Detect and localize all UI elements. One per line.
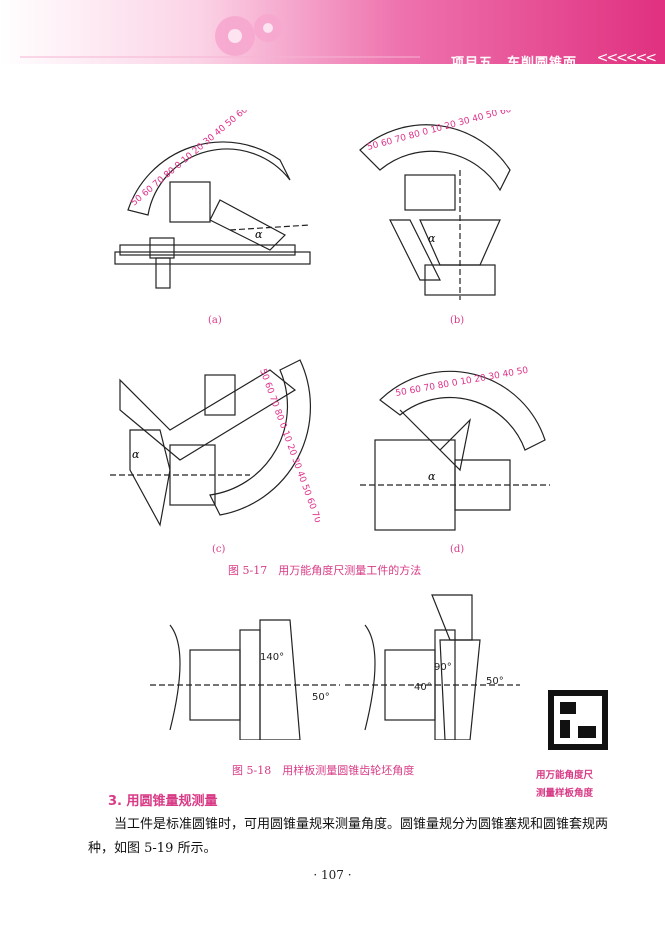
angle-scale: 50 60 70 80 0 10 20 30 40 50 60 [130, 110, 251, 208]
angle-scale: 50 60 70 80 0 10 20 30 40 50 60 70 [257, 368, 320, 525]
alpha-symbol: α [428, 232, 436, 245]
label-a: (a) [208, 315, 222, 326]
qr-label-2: 测量样板角度 [536, 788, 594, 799]
angle-label: 140° [260, 652, 284, 663]
figure-5-18: 140° 50° 90° 40° 50° [150, 594, 520, 740]
page-number: · 107 · [313, 868, 352, 882]
qr-label-1: 用万能角度尺 [536, 770, 594, 781]
chevron-decoration: <<<<<< [596, 50, 657, 64]
figure-5-17-a: 50 60 70 80 0 10 20 30 40 50 60 α [114, 110, 311, 289]
label-c: (c) [212, 544, 226, 555]
angle-label: 90° [434, 662, 452, 673]
angle-scale: 50 60 70 80 0 10 20 30 40 50 [395, 366, 530, 399]
figure-5-17-caption: 图 5-17 用万能角度尺测量工件的方法 [228, 564, 422, 577]
angle-scale: 50 60 70 80 0 10 20 30 40 50 60 [366, 110, 513, 153]
angle-label: 40° [414, 682, 432, 693]
label-d: (d) [450, 544, 465, 555]
page-header: 项目五 车削圆锥面 <<<<<< [0, 0, 665, 64]
figure-5-17-d: 50 60 70 80 0 10 20 30 40 50 α [360, 366, 550, 531]
label-b: (b) [450, 315, 465, 326]
alpha-symbol: α [428, 470, 436, 483]
chapter-title: 项目五 车削圆锥面 [450, 56, 577, 64]
figure-5-17-c: 50 60 70 80 0 10 20 30 40 50 60 70 α [110, 359, 320, 527]
alpha-symbol: α [255, 228, 263, 241]
angle-label: 50° [486, 676, 504, 687]
section-title: 3. 用圆锥量规测量 [108, 794, 218, 809]
figure-5-18-caption: 图 5-18 用样板测量圆锥齿轮坯角度 [232, 764, 415, 777]
header-background [0, 0, 665, 64]
body-paragraph: 当工件是标准圆锥时，可用圆锥量规来测量角度。圆锥量规分为圆锥塞规和圆锥套规两种，… [88, 817, 609, 856]
angle-label: 50° [312, 692, 330, 703]
qr-code[interactable] [548, 690, 608, 750]
figure-5-17-b: 50 60 70 80 0 10 20 30 40 50 60 α [359, 110, 513, 300]
alpha-symbol: α [132, 448, 140, 461]
